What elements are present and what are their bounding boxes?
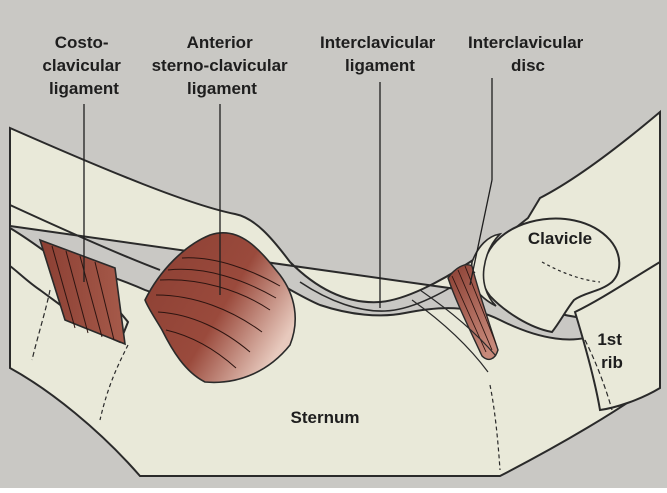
clavicle-label: Clavicle: [528, 229, 592, 248]
sternum-label: Sternum: [291, 408, 360, 427]
costo-clavicular-label: Costo- clavicular ligament: [42, 33, 125, 98]
